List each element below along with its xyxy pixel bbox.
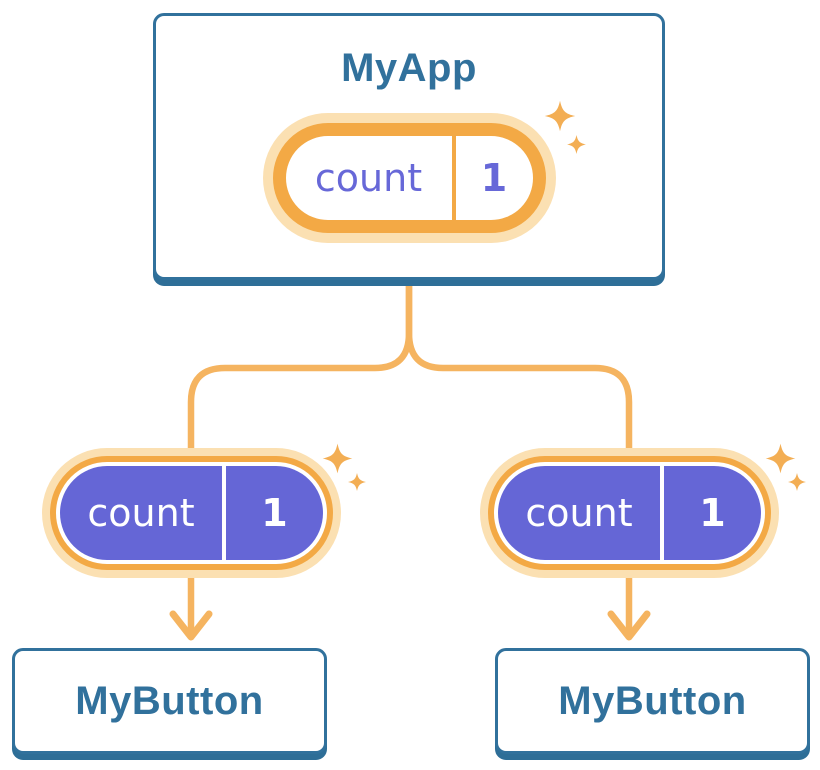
sparkle-icon — [788, 473, 806, 491]
mybutton-right-prop-pill: count 1 — [480, 448, 779, 578]
mybutton-title: MyButton — [75, 678, 264, 723]
pill-divider — [451, 136, 456, 220]
myapp-card: MyApp count 1 — [153, 13, 665, 280]
sparkle-icon — [544, 100, 576, 132]
prop-value: 1 — [261, 491, 288, 535]
connector-branch-left — [187, 280, 413, 634]
sparkle-icon — [322, 443, 353, 474]
pill-divider — [660, 466, 664, 560]
connector-branch-right — [405, 280, 633, 634]
prop-label: count — [525, 491, 633, 535]
state-value: 1 — [480, 156, 508, 200]
arrow-down-icon — [169, 610, 213, 641]
prop-value: 1 — [699, 491, 726, 535]
prop-label: count — [87, 491, 195, 535]
mybutton-right-card: MyButton — [495, 648, 810, 754]
sparkle-icon — [765, 443, 796, 474]
mybutton-left-prop-pill: count 1 — [42, 448, 341, 578]
state-label: count — [314, 156, 423, 200]
mybutton-left-card: MyButton — [12, 648, 327, 754]
pill-divider — [222, 466, 226, 560]
sparkle-icon — [567, 135, 586, 154]
arrow-down-icon — [607, 610, 651, 641]
myapp-state-pill: count 1 — [262, 113, 556, 243]
sparkle-icon — [348, 473, 366, 491]
mybutton-title: MyButton — [558, 678, 747, 723]
myapp-title: MyApp — [341, 46, 477, 90]
